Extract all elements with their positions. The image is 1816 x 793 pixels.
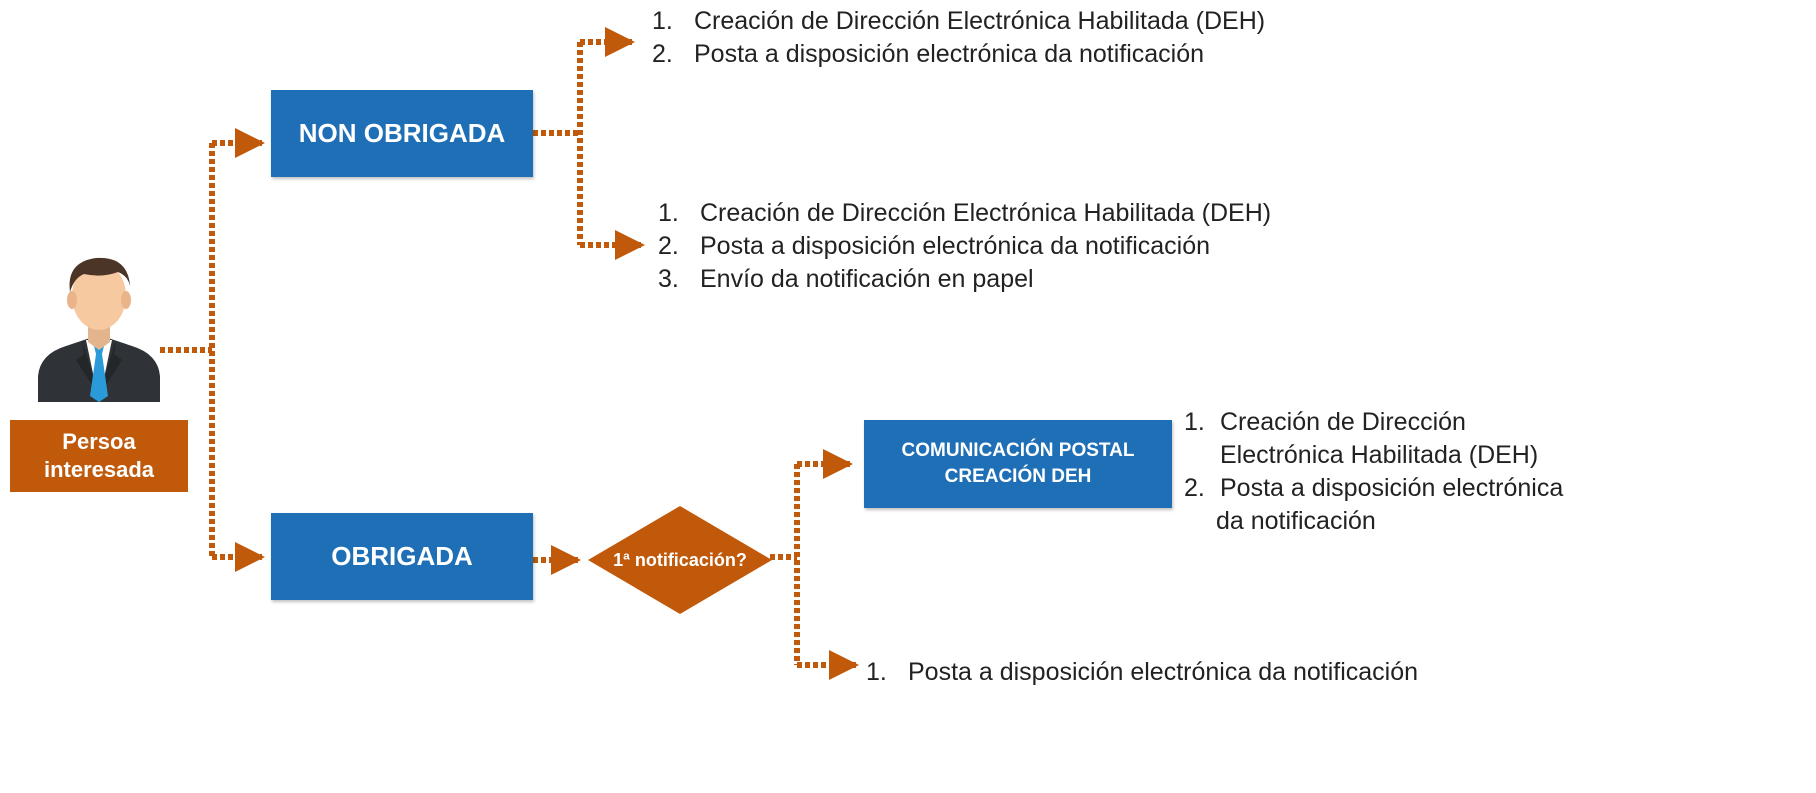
businessman-icon: [36, 256, 162, 402]
list-item: 1. Creación de Dirección Electrónica Habi…: [652, 5, 1265, 38]
list-item: 1. Creación de Dirección Electrónica Habi…: [658, 197, 1271, 230]
comunicacion-list: 1. Creación de Dirección Electrónica Habi…: [1184, 406, 1563, 538]
list-item-number: 1.: [658, 199, 679, 227]
list-item-text: Envío da notificación en papel: [700, 265, 1034, 293]
list-item-number: 1.: [652, 7, 673, 35]
top-list: 1. Creación de Dirección Electrónica Habi…: [652, 5, 1265, 71]
list-item-text: Posta a disposición electrónica da notif…: [694, 40, 1205, 68]
comunicacion-line2: CREACIÓN DEH: [944, 466, 1092, 487]
list-item: 1. Creación de Dirección: [1184, 406, 1563, 439]
list-item: 1. Posta a disposición electrónica da not…: [866, 656, 1418, 689]
bottom-list: 1. Posta a disposición electrónica da not…: [866, 656, 1418, 689]
list-item-text: Posta a disposición electrónica da notif…: [700, 232, 1211, 260]
list-item-text: Creación de Dirección Electrónica Habili…: [700, 199, 1272, 227]
list-item: 2. Posta a disposición electrónica da not…: [658, 230, 1271, 263]
comunicacion-postal-box: COMUNICACIÓN POSTAL CREACIÓN DEH: [864, 420, 1172, 508]
list-item-number: 2.: [1184, 474, 1205, 502]
list-item: 3. Envío da notificación en papel: [658, 263, 1271, 296]
list-item-text: da notificación: [1216, 507, 1376, 535]
obrigada-box: OBRIGADA: [271, 513, 533, 600]
list-item-text: Creación de Dirección: [1220, 408, 1466, 436]
list-item-continuation: da notificación: [1184, 505, 1563, 538]
list-item-number: 1.: [866, 658, 887, 686]
decision-label: 1ª notificación?: [613, 549, 747, 570]
list-item-text: Posta a disposición electrónica: [1220, 474, 1564, 502]
list-item: 2. Posta a disposición electrónica: [1184, 472, 1563, 505]
person-label-line2: interesada: [43, 457, 155, 482]
list-item-number: 1.: [1184, 408, 1205, 436]
person-label-line1: Persoa: [62, 429, 136, 454]
non-obrigada-label: NON OBRIGADA: [298, 118, 506, 148]
list-item-text: Creación de Dirección Electrónica Habili…: [694, 7, 1266, 35]
decision-diamond: 1ª notificación?: [588, 506, 772, 614]
middle-list: 1. Creación de Dirección Electrónica Habi…: [658, 197, 1271, 296]
list-item-continuation: Electrónica Habilitada (DEH): [1184, 439, 1563, 472]
list-item-number: 3.: [658, 265, 679, 293]
comunicacion-line1: COMUNICACIÓN POSTAL: [901, 440, 1135, 461]
list-item-number: 2.: [652, 40, 673, 68]
non-obrigada-box: NON OBRIGADA: [271, 90, 533, 177]
person-label: Persoa interesada: [10, 420, 188, 492]
obrigada-label: OBRIGADA: [331, 541, 473, 571]
list-item-text: Electrónica Habilitada (DEH): [1220, 441, 1539, 469]
list-item-number: 2.: [658, 232, 679, 260]
list-item: 2. Posta a disposición electrónica da not…: [652, 38, 1265, 71]
list-item-text: Posta a disposición electrónica da notif…: [908, 658, 1419, 686]
